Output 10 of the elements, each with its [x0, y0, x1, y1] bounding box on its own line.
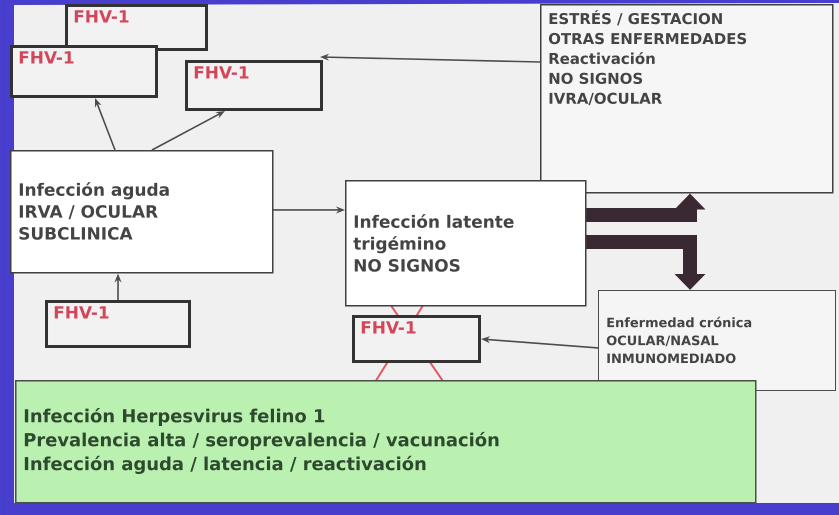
process-box: Enfermedad crónica OCULAR/NASAL INMUNOMEDIADO — [598, 290, 836, 391]
virus-box: FHV-1 — [65, 4, 208, 51]
virus-box: FHV-1 — [45, 300, 191, 348]
note-box: ESTRÉS / GESTACION OTRAS ENFERMEDADES Reactivación NO SIGNOS IVRA/OCULAR — [540, 4, 834, 194]
virus-box: FHV-1 — [352, 314, 481, 363]
virus-box: FHV-1 — [10, 45, 158, 98]
process-box: Infección aguda IRVA / OCULAR SUBCLINICA — [10, 150, 274, 274]
process-box: Infección latente trigémino NO SIGNOS — [345, 180, 586, 306]
summary-box: Infección Herpesvirus felino 1 Prevalencia alta / seroprevalencia / vacunación Infección aguda / latencia / reactivación — [15, 380, 756, 504]
virus-box: FHV-1 — [185, 60, 323, 111]
